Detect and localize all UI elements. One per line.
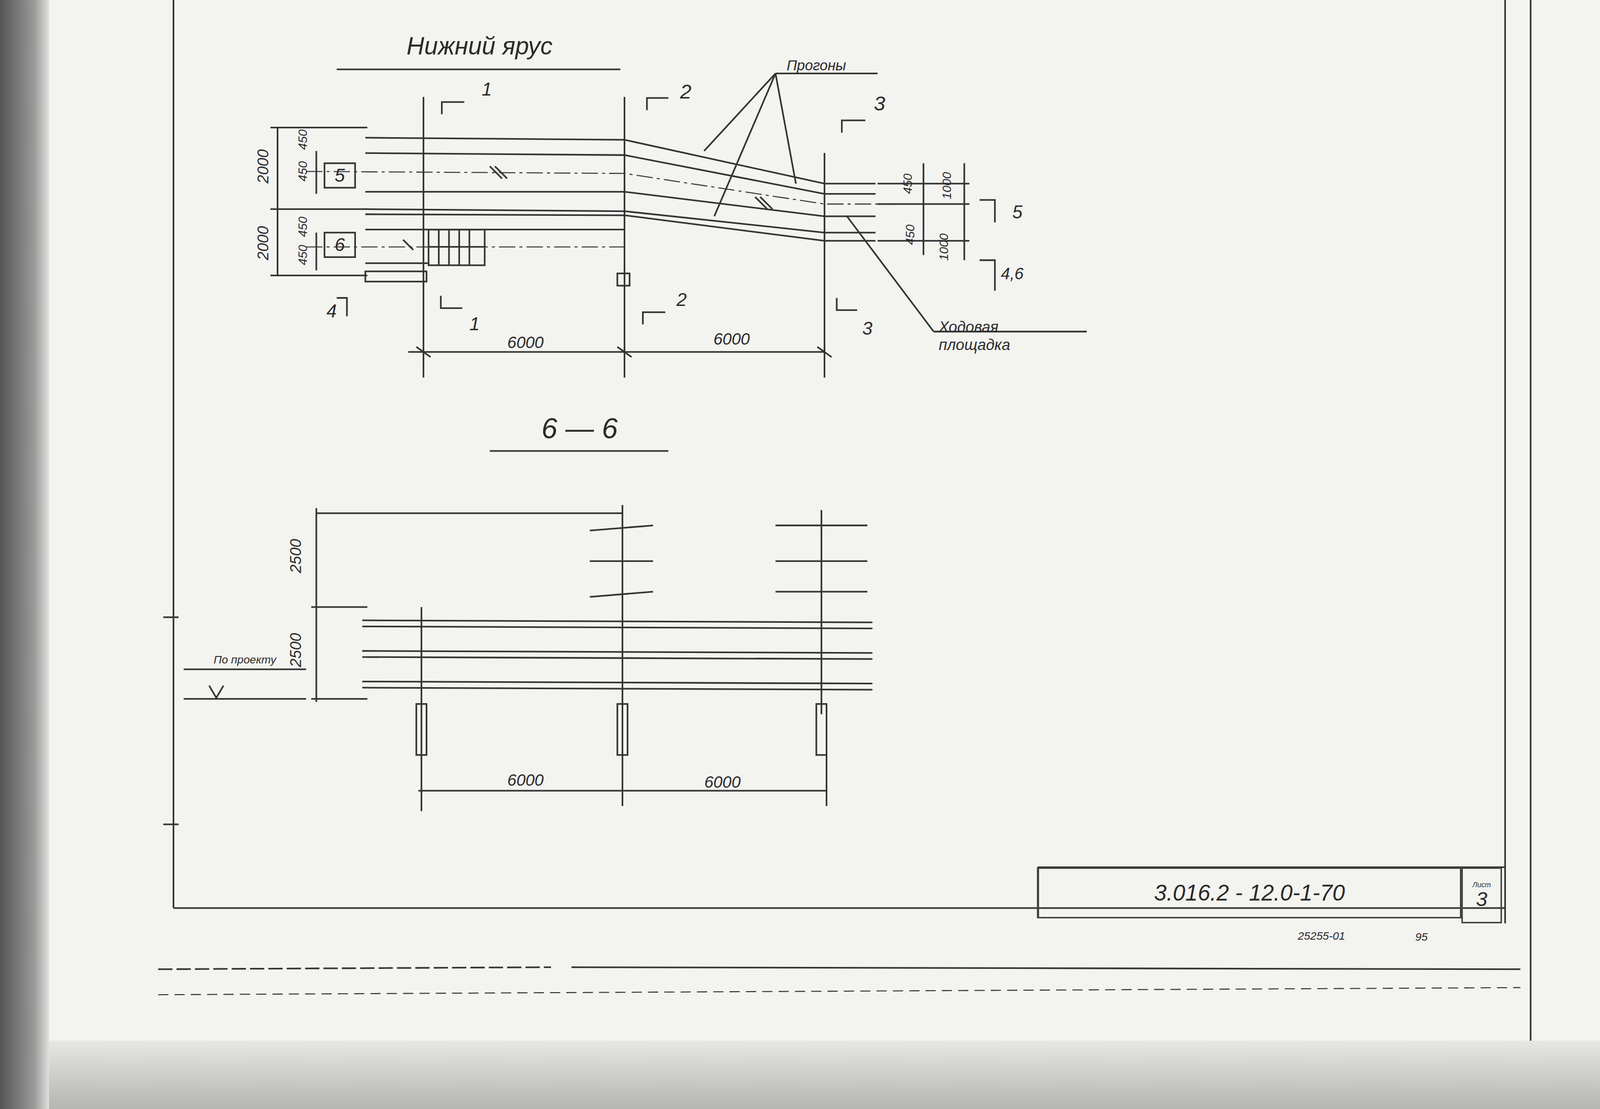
section-mark: 3 [862, 319, 873, 338]
dimension: 6000 [704, 773, 741, 790]
dimension: 450 [297, 161, 310, 182]
dimension: 2000 [255, 225, 271, 260]
title-block: 3.016.2 - 12.0-1-70 [1037, 867, 1461, 919]
callout-number: 5 [334, 166, 346, 185]
dimension: 2500 [288, 633, 304, 668]
callout-number: 6 [334, 235, 346, 254]
page-number: 95 [1415, 931, 1428, 943]
callout-number: 4,6 [1000, 265, 1024, 282]
dimension: 2000 [255, 149, 271, 184]
dimension: 6000 [713, 330, 750, 348]
section-title: 6 — 6 [541, 414, 618, 444]
leader-label: Прогоны [786, 57, 847, 73]
callout-number: 5 [1012, 202, 1023, 222]
dimension: 450 [903, 224, 917, 245]
leader-label: Ходовая площадка [938, 318, 1041, 354]
callout-number: 4 [326, 301, 338, 321]
dimension: 6000 [507, 771, 544, 788]
dimension: 2500 [288, 539, 304, 574]
dimension: 450 [297, 216, 310, 237]
section-mark: 1 [469, 315, 480, 334]
dimension: 450 [297, 129, 310, 150]
section-mark: 1 [481, 80, 493, 100]
section-mark: 2 [680, 81, 692, 102]
dimension: 1000 [940, 172, 953, 200]
section-mark: 2 [676, 290, 688, 309]
sheet-label: Лист [1472, 881, 1491, 889]
dimension: 450 [297, 245, 310, 266]
sheet-box: Лист3 [1461, 867, 1502, 924]
drawing-title: Нижний ярус [406, 33, 553, 58]
archive-number: 25255-01 [1297, 930, 1346, 942]
dimension: 6000 [507, 333, 544, 350]
block-text: 3 [1475, 888, 1488, 910]
level-note: По проекту [213, 653, 277, 665]
section-mark: 3 [873, 94, 886, 115]
dimension: 450 [901, 173, 915, 194]
block-text: 3.016.2 - 12.0-1-70 [1153, 881, 1346, 905]
dimension: 1000 [937, 233, 950, 261]
